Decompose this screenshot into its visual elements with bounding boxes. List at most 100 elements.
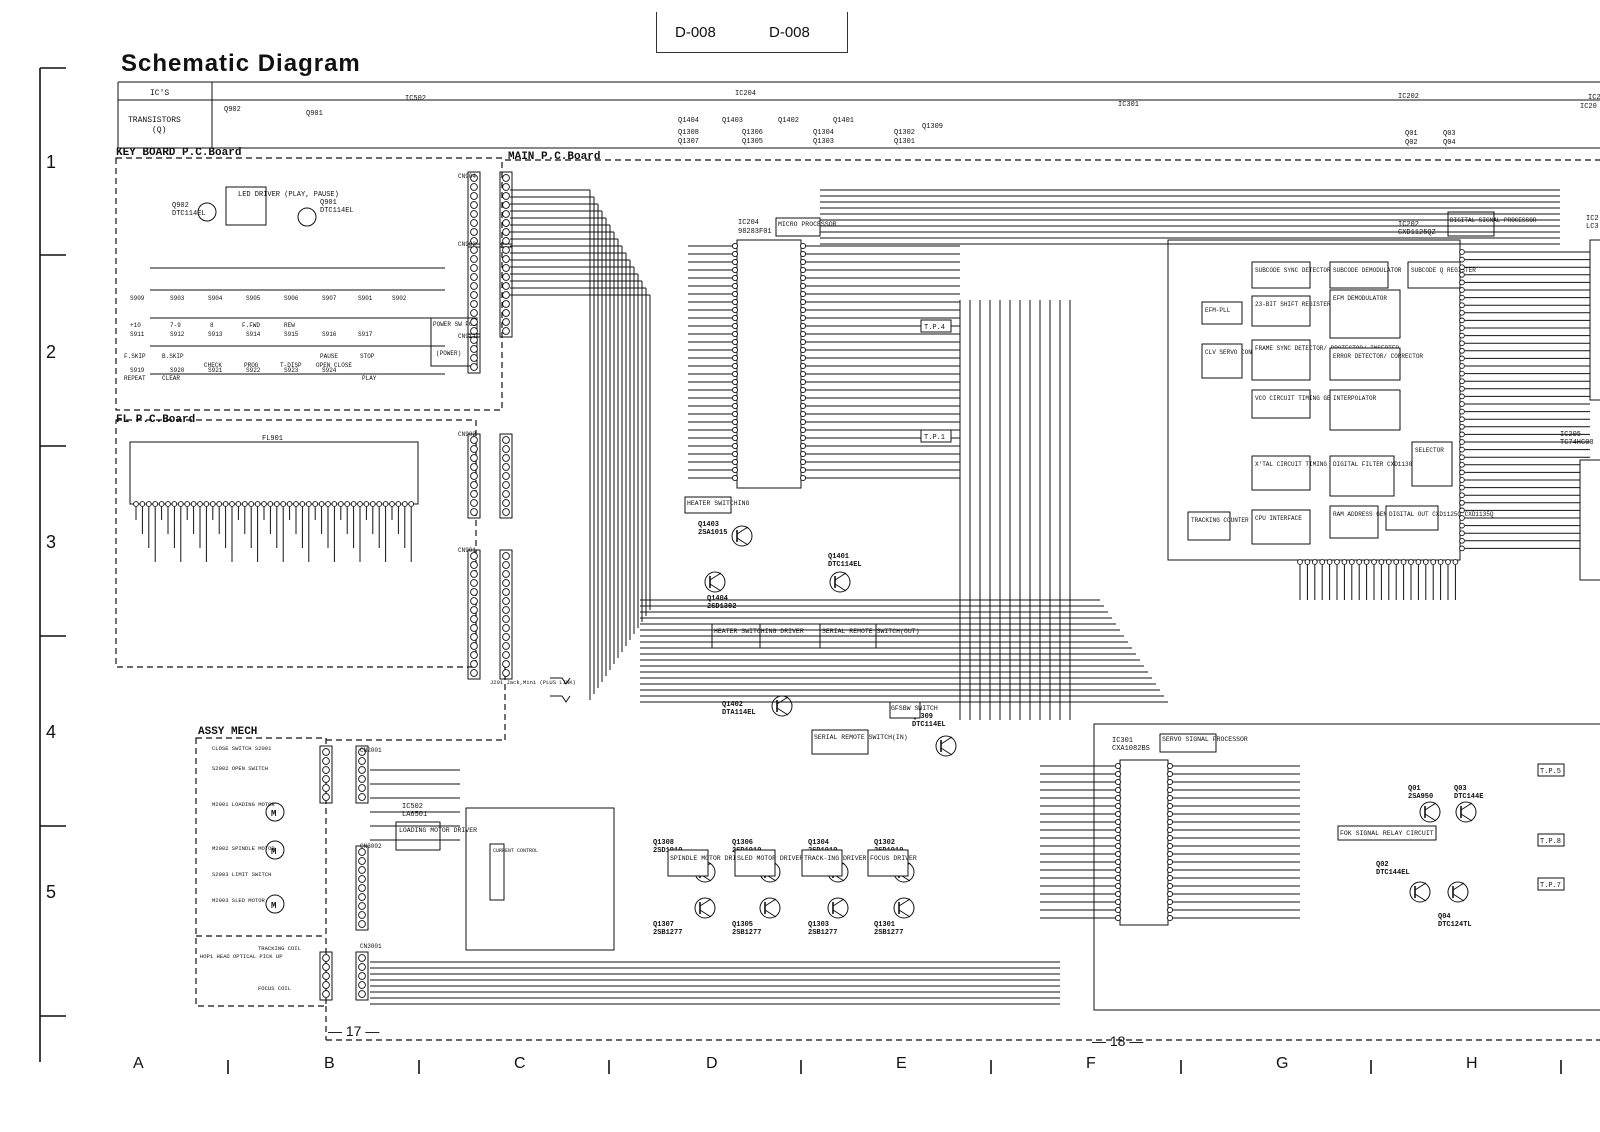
fl-pin: [177, 501, 184, 507]
transistor-lead: [940, 747, 953, 756]
model-number-right: D-008: [769, 24, 810, 41]
main-board-label: MAIN P.C.Board: [508, 151, 600, 163]
transistor-symbol: [935, 735, 957, 757]
ic-pin: [1166, 858, 1174, 866]
ic-pin: [799, 442, 807, 450]
ic-pin: [1393, 559, 1400, 565]
key-ref: S903: [170, 295, 185, 302]
ic-pin: [731, 474, 739, 482]
mech-part-label: FOCUS COIL: [258, 985, 291, 992]
model-number-left: D-008: [675, 24, 716, 41]
ic-pin: [1459, 454, 1465, 461]
dsp-function-label: ERROR DETECTOR/ CORRECTOR: [1333, 353, 1423, 360]
connector-pin: [470, 445, 478, 453]
connector-pin: [502, 633, 510, 641]
transistor-ref: Q02: [1405, 139, 1418, 147]
transistor-part: DTC144EL: [1376, 869, 1410, 877]
connector-pin: [502, 508, 510, 516]
connector-pin: [358, 757, 366, 765]
key-ref: S915: [284, 331, 299, 338]
ic-pin: [1114, 858, 1122, 866]
ic-pin: [1459, 423, 1465, 430]
transistor-symbol: [1455, 801, 1477, 823]
dsp-function-label: EFM DEMODULATOR: [1333, 295, 1387, 302]
transistor-symbol: [1419, 801, 1441, 823]
connector-pin: [322, 784, 330, 792]
ic-pin: [1459, 385, 1465, 392]
ic-pin: [731, 242, 739, 250]
connector-pin: [502, 273, 510, 281]
dsp-function-label: TRACKING COUNTER: [1191, 517, 1249, 524]
ic-pin: [1437, 559, 1444, 565]
connector-pin: [470, 192, 478, 200]
connector-housing: [355, 845, 369, 931]
ic-pin: [799, 474, 807, 482]
transistor-ref: Q1309: [912, 713, 933, 721]
fl-pin: [325, 501, 331, 507]
column-label: A: [133, 1055, 144, 1072]
connector-pin: [322, 766, 330, 774]
connector-housing: [499, 243, 513, 338]
ic-pin: [1459, 279, 1465, 286]
transistor-symbol: [893, 897, 915, 919]
connector-pin: [358, 990, 366, 998]
connector-pin: [322, 972, 330, 980]
dsp-function-block: [1329, 289, 1401, 339]
driver-label: HEATER SWITCHING: [687, 500, 750, 507]
ic-pin: [731, 282, 739, 290]
ic-function: MICRO PROCESSOR: [778, 221, 837, 228]
ic-pin: [1430, 559, 1437, 565]
transistor-part: DTC144E: [1454, 793, 1483, 801]
dsp-ic: IC202 CXD1125QZ DIGITAL SIGNAL PROCESSOR…: [1167, 211, 1590, 600]
fl-pin: [389, 501, 395, 507]
transistor-part: 2SA1015: [698, 529, 727, 537]
fl-pin: [357, 501, 363, 507]
transistor-ref: Q1303: [808, 921, 829, 929]
connector-housing: [355, 745, 369, 804]
key-name: B.SKIP: [162, 353, 184, 360]
page-title: Schematic Diagram: [121, 50, 361, 77]
connector-pin: [502, 669, 510, 677]
reference-table: IC'S TRANSISTORS (Q) IC502 IC204 IC301 I…: [117, 81, 1600, 149]
ic-pin: [1166, 842, 1174, 850]
ic-pin: [731, 266, 739, 274]
driver-label: TRACK-ING DRIVER: [804, 855, 867, 862]
mech-part-label: TRACKING COIL: [258, 945, 301, 952]
ic-pin: [1459, 393, 1465, 400]
connector-pin: [358, 793, 366, 801]
ic-pin: [799, 450, 807, 458]
ic-pin: [799, 290, 807, 298]
connector-housing: [467, 549, 481, 680]
connector-pin: [358, 981, 366, 989]
ic-pin: [799, 466, 807, 474]
ic-pin: [1114, 850, 1122, 858]
connector-pin: [502, 615, 510, 623]
dsp-function-block: [1187, 511, 1231, 541]
mech-part-label: M2003 SLED MOTOR: [212, 897, 266, 904]
connector-pin: [470, 606, 478, 614]
ic-part: 98283F01: [738, 228, 772, 236]
ic-pin: [799, 426, 807, 434]
connector-label: CN902: [458, 431, 476, 438]
connector-pin: [502, 499, 510, 507]
connector-pin: [358, 866, 366, 874]
connector-label: CN901: [458, 547, 476, 554]
transistor-lead: [940, 736, 953, 745]
connector-housing: [355, 951, 369, 1001]
transistor-symbol: [771, 695, 793, 717]
ic-pin: [1114, 762, 1122, 770]
ic-pin: [799, 418, 807, 426]
connector-pin: [358, 748, 366, 756]
transistor-symbol: [197, 202, 217, 222]
fl-pin: [235, 501, 242, 507]
connector-pin: [470, 345, 478, 353]
transistor-lead: [898, 909, 911, 918]
transistor-part: 2SB1277: [732, 929, 761, 937]
right-edge-ics: IC2 LC3 IC205 TC74HC00: [1560, 215, 1600, 581]
ic-pin: [1356, 559, 1363, 565]
ic-pin: [1166, 778, 1174, 786]
transistor-lead: [776, 707, 789, 716]
transistor-ref: Q1403: [698, 521, 719, 529]
key-name: REW: [284, 322, 295, 329]
